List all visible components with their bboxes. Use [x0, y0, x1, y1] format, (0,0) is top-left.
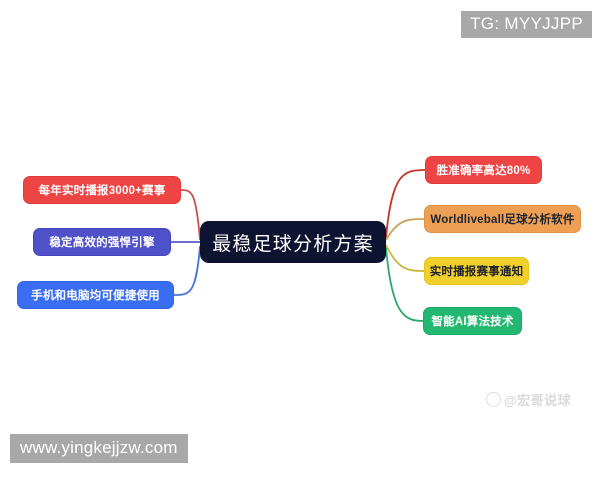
telegram-watermark: TG: MYYJJPP — [461, 11, 592, 38]
connector-left-1 — [180, 189, 201, 241]
mindmap-node-left-3[interactable]: 手机和电脑均可便捷使用 — [17, 281, 174, 309]
channel-watermark: @宏哥说球 — [486, 390, 571, 409]
connector-right-1 — [385, 169, 426, 239]
mindmap-node-left-2[interactable]: 稳定高效的强悍引擎 — [33, 228, 171, 256]
mindmap-node-right-2[interactable]: Worldliveball足球分析软件 — [424, 205, 581, 233]
channel-logo-icon — [486, 392, 501, 407]
mindmap-node-right-4[interactable]: 智能AI算法技术 — [423, 307, 522, 335]
connector-left-3 — [173, 245, 201, 296]
connector-right-4 — [385, 247, 424, 322]
connector-right-3 — [385, 244, 425, 272]
mindmap-node-left-1[interactable]: 每年实时播报3000+赛事 — [23, 176, 181, 204]
connector-right-2 — [385, 218, 425, 241]
mindmap-node-right-1[interactable]: 胜准确率高达80% — [425, 156, 542, 184]
website-watermark: www.yingkejjzw.com — [10, 434, 188, 463]
mindmap-center-node[interactable]: 最稳足球分析方案 — [200, 221, 386, 263]
channel-watermark-label: @宏哥说球 — [504, 393, 572, 408]
mindmap-node-right-3[interactable]: 实时播报赛事通知 — [424, 257, 529, 285]
